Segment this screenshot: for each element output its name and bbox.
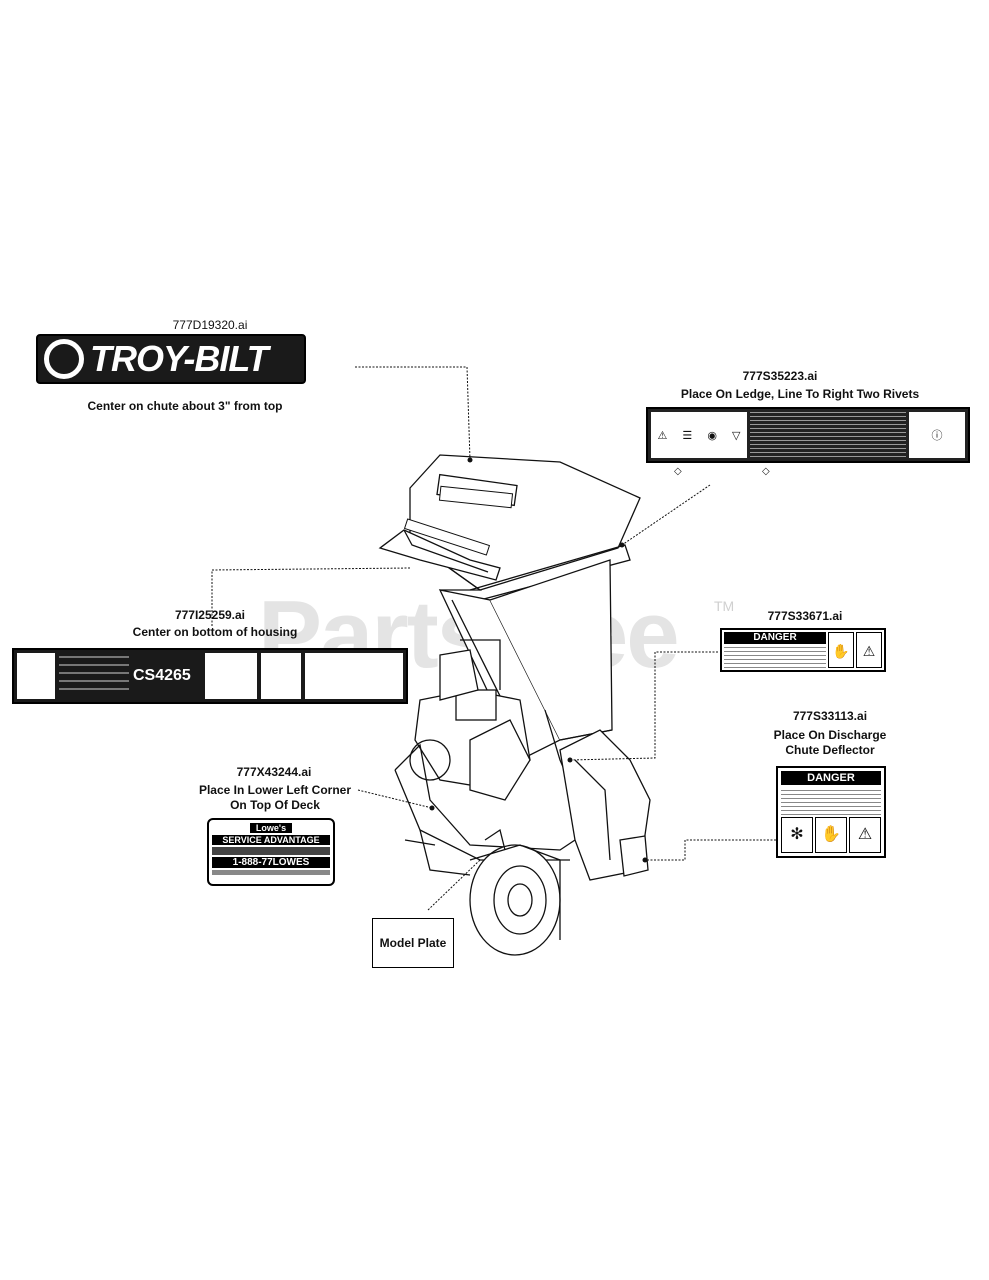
lowes-service-decal: Lowe's SERVICE ADVANTAGE 1-888-77LOWES — [207, 818, 335, 886]
danger-small-header: DANGER — [724, 632, 826, 644]
troy-bilt-placement-instruction: Center on chute about 3" from top — [87, 399, 283, 413]
troy-bilt-logo-text: TROY-BILT — [90, 338, 269, 379]
lowes-brand: Lowe's — [249, 823, 293, 833]
read-manual-icon: ☰ — [682, 429, 693, 442]
housing-placement-instruction: Center on bottom of housing — [132, 625, 298, 639]
danger-small-file-name: 777S33671.ai — [767, 609, 843, 623]
ledge-placement-instruction: Place On Ledge, Line To Right Two Rivets — [680, 387, 920, 401]
troy-bilt-emblem-icon — [44, 339, 84, 379]
housing-brand-emblem-icon — [17, 653, 55, 699]
hand-caution-icon: ✋ — [815, 817, 847, 853]
eye-protection-icon: ◉ — [707, 429, 717, 442]
rivet-marker-left-icon: ◇ — [674, 466, 682, 477]
housing-model-number: CS4265 — [133, 667, 191, 684]
housing-file-name: 777I25259.ai — [174, 608, 246, 622]
stay-clear-icon: ⚠ — [849, 817, 881, 853]
watermark-trademark: TM — [714, 598, 735, 614]
info-icon: ⓘ — [931, 430, 943, 442]
warning-triangle-icon: ⚠ — [657, 429, 668, 442]
discharge-instruction-line-1: Place On Discharge — [773, 728, 887, 742]
rivet-marker-right-icon: ◇ — [762, 466, 770, 477]
danger-small-decal: DANGER ✋ ⚠ — [720, 628, 886, 672]
discharge-danger-header: DANGER — [781, 771, 881, 785]
rotating-blade-icon: ✻ — [781, 817, 813, 853]
caution-icon: ▽ — [731, 429, 741, 442]
hand-hazard-icon: ✋ — [828, 632, 854, 668]
housing-decal: CS4265 — [12, 648, 408, 704]
model-plate-label: Model Plate — [372, 918, 454, 968]
troy-bilt-file-name: 777D19320.ai — [172, 318, 248, 332]
ledge-safety-decal: ⚠ ☰ ◉ ▽ ⓘ — [646, 407, 970, 463]
troy-bilt-logo-decal: TROY-BILT — [36, 334, 306, 384]
ledge-file-name: 777S35223.ai — [742, 369, 818, 383]
discharge-instruction-line-2: Chute Deflector — [785, 743, 875, 757]
lowes-file-name: 777X43244.ai — [236, 765, 312, 779]
lowes-instruction-line-2: On Top Of Deck — [230, 798, 320, 812]
keep-away-icon: ⚠ — [856, 632, 882, 668]
discharge-file-name: 777S33113.ai — [792, 709, 868, 723]
lowes-instruction-line-1: Place In Lower Left Corner — [198, 783, 352, 797]
lowes-service-title: SERVICE ADVANTAGE — [212, 835, 330, 845]
discharge-danger-decal: DANGER ✻ ✋ ⚠ — [776, 766, 886, 858]
lowes-phone: 1-888-77LOWES — [212, 857, 330, 868]
housing-operator-illustration — [304, 653, 403, 699]
